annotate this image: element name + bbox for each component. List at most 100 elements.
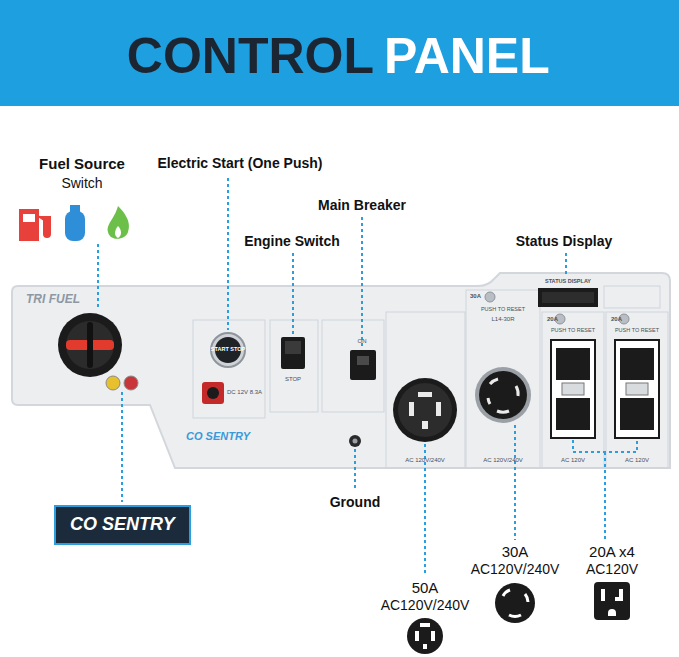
- leader-lines: [97, 244, 99, 309]
- ground-terminal: [349, 435, 361, 447]
- panel-text: ON: [358, 338, 367, 345]
- outlet-30a: [490, 379, 498, 384]
- callout-label: Main Breaker: [318, 197, 406, 213]
- fuel-icons: [65, 211, 85, 241]
- panel-text: AC 120V: [561, 457, 585, 464]
- gfci-outlets: [556, 348, 590, 380]
- fuel-switch-knob: [58, 313, 122, 377]
- outlet-icons: [525, 594, 528, 602]
- outlet-icons: [420, 623, 430, 627]
- panel-housing: [466, 290, 540, 468]
- panel-housing: [606, 312, 668, 468]
- panel-text: 20A: [611, 316, 622, 323]
- outlet-icons: [407, 618, 443, 654]
- panel-text: AC 120V: [625, 457, 649, 464]
- main-breaker: [357, 356, 369, 365]
- fuel-switch-knob: [58, 313, 122, 377]
- panel-text: DC 12V 8.3A: [227, 389, 262, 396]
- status-display-lcd: [604, 286, 660, 308]
- fuel-icons: [20, 205, 129, 241]
- outlet-30a: [475, 292, 531, 423]
- panel-housing: [193, 320, 265, 418]
- rating-label: AC120V: [586, 561, 638, 577]
- panel-text: PUSH TO RESET: [481, 306, 525, 312]
- outlet-30a: [497, 411, 509, 412]
- callout-label: Ground: [330, 494, 381, 510]
- outlet-30a: [488, 398, 490, 404]
- engine-rocker-switch: [281, 337, 305, 369]
- outlet-icons: [431, 631, 435, 641]
- main-breaker: [350, 350, 376, 380]
- ground-terminal: [349, 435, 361, 447]
- engine-rocker-switch: [285, 341, 301, 354]
- panel-text: STOP: [285, 376, 301, 383]
- gfci-outlets: [620, 348, 654, 380]
- push-start-button: [207, 387, 219, 399]
- outlet-icons: [601, 589, 605, 601]
- outlet-icons: [509, 615, 521, 616]
- panel-text: L14-30R: [491, 316, 514, 323]
- panel-housing: [322, 320, 384, 412]
- rating-label: 50A: [412, 579, 439, 596]
- gfci-outlets: [556, 398, 590, 430]
- panel-text: START STOP: [211, 346, 245, 352]
- callout-label: Engine Switch: [244, 233, 340, 249]
- rating-label: AC120V/240V: [471, 561, 560, 577]
- outlet-icons: [608, 609, 616, 616]
- outlet-50a: [393, 378, 457, 442]
- rating-label: 30A: [502, 543, 529, 560]
- outlet-30a: [479, 371, 527, 419]
- gfci-outlets: [626, 383, 648, 395]
- panel-text: AC 120V/240V: [483, 457, 523, 464]
- callout-label: Status Display: [516, 233, 612, 249]
- outlet-50a: [422, 421, 428, 429]
- outlet-50a: [393, 378, 457, 442]
- panel-housing: [542, 312, 604, 468]
- panel-text: TRI FUEL: [26, 293, 80, 307]
- gfci-outlets: [562, 383, 584, 395]
- outlet-icons: [503, 590, 510, 596]
- status-display-lcd: [538, 286, 660, 308]
- rating-label: 20A x4: [589, 543, 635, 560]
- status-display-lcd: [538, 288, 598, 307]
- outlet-50a: [398, 383, 452, 437]
- outlet-icons: [407, 582, 630, 654]
- fuel-icons: [70, 205, 80, 212]
- panel-text: PUSH TO RESET: [551, 327, 595, 333]
- title: CONTROL: [127, 28, 374, 86]
- header-band: [0, 0, 679, 106]
- callout-label: Electric Start (One Push): [158, 155, 323, 171]
- title: PANEL: [384, 28, 550, 86]
- panel-text: 30A: [470, 293, 481, 300]
- push-start-button: [211, 333, 245, 367]
- co-sentry-terminals: [106, 376, 138, 390]
- gfci-outlets: [551, 340, 595, 438]
- panel-text: AC 120V/240V: [405, 457, 445, 464]
- leader-lines: [292, 253, 294, 335]
- main-breaker: [350, 350, 376, 380]
- outlet-50a: [409, 402, 414, 416]
- gfci-outlets: [551, 314, 659, 438]
- panel-text: CO SENTRY: [186, 430, 250, 443]
- fuel-icons: [20, 210, 50, 240]
- outlet-icons: [423, 644, 427, 649]
- status-display-lcd: [542, 292, 594, 303]
- logo-text: CO SENTRY: [70, 514, 175, 536]
- co-sentry-terminals: [124, 376, 138, 390]
- outlet-30a: [485, 292, 495, 302]
- fuel-icons: [108, 206, 129, 239]
- outlet-50a: [436, 402, 441, 416]
- panel-housing: [12, 273, 670, 468]
- leader-lines: [573, 440, 637, 452]
- leader-lines: [121, 392, 123, 502]
- gfci-outlets: [615, 340, 659, 438]
- gfci-outlets: [620, 398, 654, 430]
- engine-rocker-switch: [281, 337, 305, 369]
- outlet-30a: [516, 386, 518, 396]
- leader-lines: [361, 217, 363, 348]
- push-start-button: [202, 382, 224, 404]
- fuel-switch-knob: [87, 322, 93, 368]
- fuel-icons: [115, 226, 121, 238]
- panel-housing: [12, 273, 670, 468]
